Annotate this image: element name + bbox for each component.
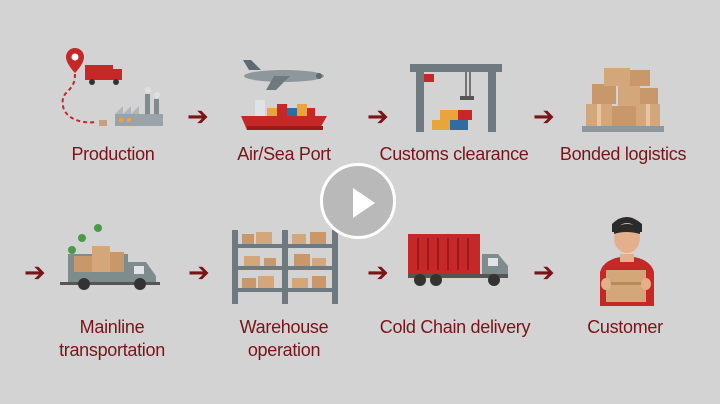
step-label: Production	[71, 144, 155, 164]
arrow-right-icon: ➔	[367, 258, 389, 288]
step-label: Customer	[587, 317, 663, 337]
play-icon	[353, 188, 375, 218]
step-label: transportation	[59, 340, 165, 360]
step-label: Cold Chain delivery	[379, 317, 531, 337]
plane-ship-icon	[241, 60, 327, 130]
stacked-boxes-icon	[582, 68, 664, 132]
arrow-right-icon: ➔	[367, 102, 389, 132]
factory-truck-icon	[61, 48, 163, 126]
step-label: Warehouse	[239, 317, 329, 337]
arrow-right-icon: ➔	[187, 102, 209, 132]
step-label: Air/Sea Port	[237, 144, 331, 164]
step-label: Mainline	[79, 317, 145, 337]
container-truck-icon	[408, 234, 508, 286]
arrow-right-icon: ➔	[188, 258, 210, 288]
gantry-crane-icon	[410, 64, 502, 132]
customer-icon	[600, 217, 654, 306]
play-button[interactable]	[320, 163, 396, 239]
step-label: Bonded logistics	[559, 144, 687, 164]
arrow-right-icon: ➔	[24, 258, 46, 288]
delivery-truck-icon	[60, 224, 160, 290]
step-label: Customs clearance	[379, 144, 529, 164]
step-label: operation	[247, 340, 321, 360]
arrow-right-icon: ➔	[533, 102, 555, 132]
arrow-right-icon: ➔	[533, 258, 555, 288]
warehouse-shelf-icon	[232, 230, 338, 304]
